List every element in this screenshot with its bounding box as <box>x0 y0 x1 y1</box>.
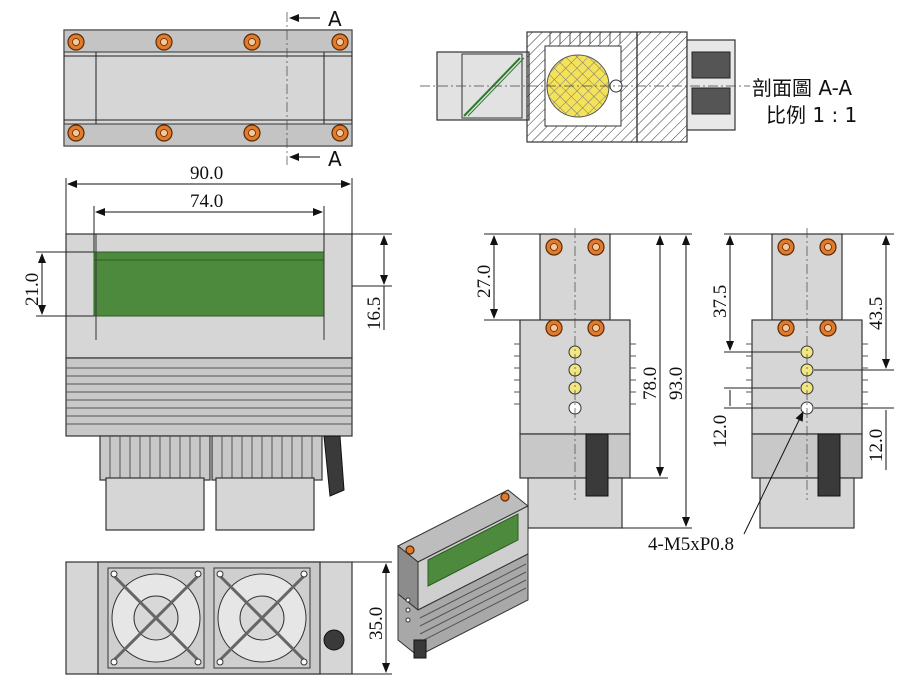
dim-bottom-height: 35.0 <box>366 607 387 640</box>
top-view: A A <box>63 7 353 171</box>
dim-side2-mid: 43.5 <box>866 297 887 330</box>
section-view: 剖面圖 A-A 比例 1 : 1 <box>420 31 857 143</box>
dim-side2-right: 12.0 <box>866 429 887 462</box>
dim-side-top: 27.0 <box>474 265 495 298</box>
section-scale: 比例 1 : 1 <box>766 103 857 127</box>
dim-side-mid: 78.0 <box>640 367 661 400</box>
fan-right <box>213 567 311 669</box>
section-title: 剖面圖 A-A <box>752 76 852 100</box>
front-fins <box>66 367 352 425</box>
dim-window-height: 21.0 <box>22 273 43 306</box>
dim-window-offset: 16.5 <box>364 297 385 330</box>
front-view: 90.0 74.0 21.0 16.5 <box>22 163 392 531</box>
dim-width-window: 74.0 <box>190 191 223 212</box>
side-view-right: 37.5 12.0 43.5 12.0 4-M5xP0.8 <box>648 228 894 555</box>
dim-side-total: 93.0 <box>666 367 687 400</box>
callout-thread: 4-M5xP0.8 <box>648 534 734 555</box>
bottom-view: 35.0 <box>65 561 392 675</box>
section-marker-top: A <box>328 7 342 31</box>
dim-width-total: 90.0 <box>190 163 223 184</box>
screw-row-bottom <box>67 124 349 142</box>
screw-row-top <box>67 33 349 51</box>
isometric-view <box>397 489 529 659</box>
dim-side2-left: 12.0 <box>710 415 731 448</box>
side-view-left: 27.0 78.0 93.0 <box>474 228 692 529</box>
section-marker-bottom: A <box>328 147 342 171</box>
fan-left <box>107 567 205 669</box>
dim-side2-top: 37.5 <box>710 285 731 318</box>
